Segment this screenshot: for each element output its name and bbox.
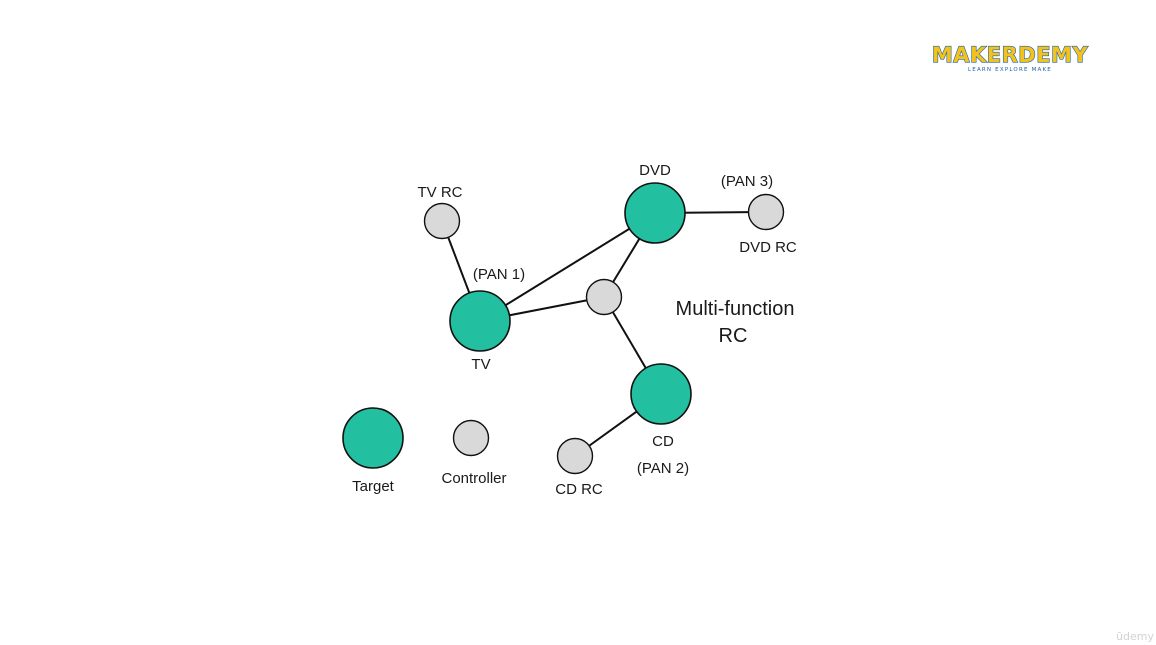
legend-target-swatch — [342, 407, 404, 469]
legend-controller-label: Controller — [441, 470, 506, 487]
nodes — [342, 182, 785, 475]
label-multi-rc-line1: Multi-function — [676, 298, 795, 320]
label-pan1: (PAN 1) — [473, 266, 525, 283]
label-dvd-rc: DVD RC — [739, 239, 797, 256]
node-multi-rc — [585, 278, 623, 316]
label-cd: CD — [652, 433, 674, 450]
label-multi-rc-line2: RC — [719, 325, 748, 347]
udemy-watermark: ūdemy — [1116, 630, 1154, 643]
legend-target-label: Target — [352, 478, 395, 495]
node-cd — [630, 363, 692, 425]
label-tv: TV — [471, 356, 490, 373]
logo-brand-text: MAKERDEMY — [932, 43, 1089, 67]
label-tv-rc: TV RC — [418, 184, 463, 201]
node-tv — [449, 290, 511, 352]
node-dvd-rc — [747, 193, 785, 231]
node-tv-rc — [423, 202, 461, 240]
legend-controller-swatch — [452, 419, 490, 457]
link-tv-dvd — [479, 212, 656, 322]
node-dvd — [624, 182, 686, 244]
label-pan2: (PAN 2) — [637, 460, 689, 477]
logo-tagline-text: LEARN EXPLORE MAKE — [968, 67, 1052, 73]
labels: DVD TV RC (PAN 3) DVD RC (PAN 1) Multi-f… — [352, 162, 797, 498]
label-pan3: (PAN 3) — [721, 173, 773, 190]
makerdemy-logo: MAKERDEMY LEARN EXPLORE MAKE — [931, 42, 1089, 73]
node-cd-rc — [556, 437, 594, 475]
label-cd-rc: CD RC — [555, 481, 603, 498]
label-dvd: DVD — [639, 162, 671, 179]
